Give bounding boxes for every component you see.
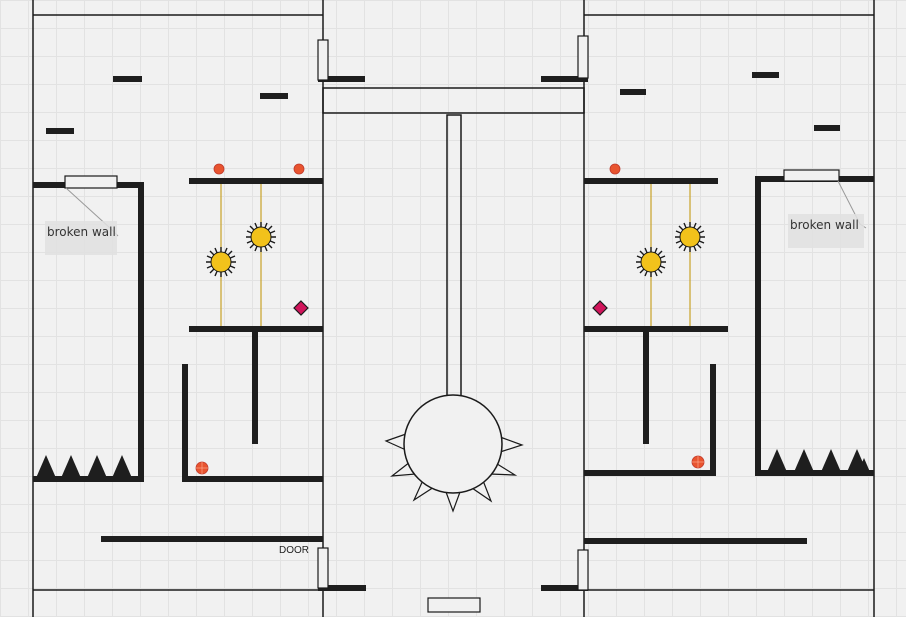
door-bottom-left [317,547,329,589]
gem-icon [293,300,309,316]
sun-hazards [206,222,705,277]
floor-spikes-left [36,455,132,478]
floating-platforms [46,72,840,591]
sun-icon [675,222,705,252]
orb-icon [213,163,225,175]
gate-top-left [317,39,329,81]
pendulum-ball [403,394,503,494]
gate-bottom-right [577,549,589,591]
orb-crosshairs [196,456,704,474]
room-borders [32,0,875,617]
gems [293,300,608,316]
sun-icon [206,247,236,277]
gate-top-right [577,35,589,79]
spiked-ball-pendulum [384,394,524,513]
broken-wall-label-left: broken wall [45,221,117,255]
gem-icon [592,300,608,316]
gates [317,35,589,613]
orb-icon [609,163,621,175]
label-pointers [65,180,867,237]
broken-wall-label-right: broken wall [788,214,864,248]
broken-wall-right [783,169,840,182]
ropes [220,184,691,326]
floor-spikes-right [767,449,870,472]
sun-icon [246,222,276,252]
door-label: DOOR [279,545,309,556]
sun-icon [636,247,666,277]
broken-wall-left [64,175,118,189]
orb-icon [293,163,305,175]
broken-wall-slabs [64,169,840,189]
bottom-pad [427,597,481,613]
